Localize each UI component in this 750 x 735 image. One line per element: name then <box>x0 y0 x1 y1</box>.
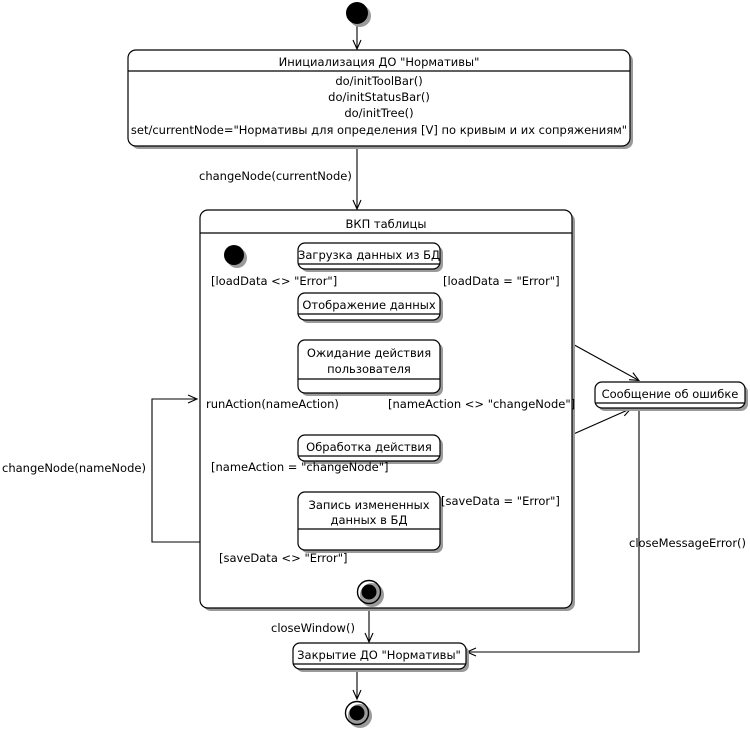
state-init-action-0: do/initToolBar() <box>335 74 422 88</box>
initial-state[interactable] <box>346 2 371 27</box>
label-load-error: [loadData = "Error"] <box>443 274 560 288</box>
state-process-action-title: Обработка действия <box>306 440 432 454</box>
state-load-data[interactable]: Загрузка данных из БД <box>297 242 443 272</box>
state-save-data-title-2: данных в БД <box>331 513 408 527</box>
label-save-ok: [saveData <> "Error"] <box>219 551 348 565</box>
state-wait-user-action[interactable]: Ожидание действия пользователя <box>297 339 443 396</box>
state-init-action-1: do/initStatusBar() <box>328 90 430 104</box>
state-init-action-2: do/initTree() <box>344 106 413 120</box>
state-close-document-title: Закрытие ДО "Нормативы" <box>297 648 461 662</box>
state-wait-user-action-title-1: Ожидание действия <box>307 346 431 360</box>
state-init-action-3: set/currentNode="Нормативы для определен… <box>131 123 627 137</box>
state-error-message[interactable]: Сообщение об ошибке <box>594 381 748 411</box>
label-name-action-eq: [nameAction = "changeNode"] <box>211 460 388 474</box>
state-show-data[interactable]: Отображение данных <box>297 292 443 323</box>
state-init[interactable]: Инициализация ДО "Нормативы" do/initTool… <box>127 49 633 149</box>
state-process-action[interactable]: Обработка действия <box>297 434 443 464</box>
inner-final-state[interactable] <box>356 579 385 608</box>
edge-errormessage-to-closestate <box>465 409 640 657</box>
state-composite-title: ВКП таблицы <box>346 217 427 231</box>
state-show-data-title: Отображение данных <box>302 298 436 312</box>
state-save-data-title-1: Запись измененных <box>308 498 429 512</box>
state-init-title: Инициализация ДО "Нормативы" <box>279 55 480 69</box>
label-run-action: runAction(nameAction) <box>206 397 339 411</box>
label-load-ok: [loadData <> "Error"] <box>211 274 337 288</box>
state-composite-table[interactable]: ВКП таблицы <box>199 209 575 611</box>
label-change-node-name: changeNode(nameNode) <box>2 461 146 475</box>
state-close-document[interactable]: Закрытие ДО "Нормативы" <box>292 642 469 672</box>
state-load-data-title: Загрузка данных из БД <box>298 248 440 262</box>
inner-initial-state[interactable] <box>224 245 247 268</box>
label-close-window: closeWindow() <box>271 621 355 635</box>
state-save-data[interactable]: Запись измененных данных в БД <box>297 491 443 553</box>
label-close-message-error: closeMessageError() <box>629 536 746 550</box>
label-save-error: [saveData = "Error"] <box>441 494 560 508</box>
state-wait-user-action-title-2: пользователя <box>327 362 411 376</box>
label-change-node-current: changeNode(currentNode) <box>199 169 352 183</box>
final-state[interactable] <box>344 700 373 729</box>
edge-changenode-loopback <box>151 394 200 543</box>
label-name-action-ne: [nameAction <> "changeNode"] <box>388 397 575 411</box>
state-error-message-title: Сообщение об ошибке <box>602 387 739 401</box>
